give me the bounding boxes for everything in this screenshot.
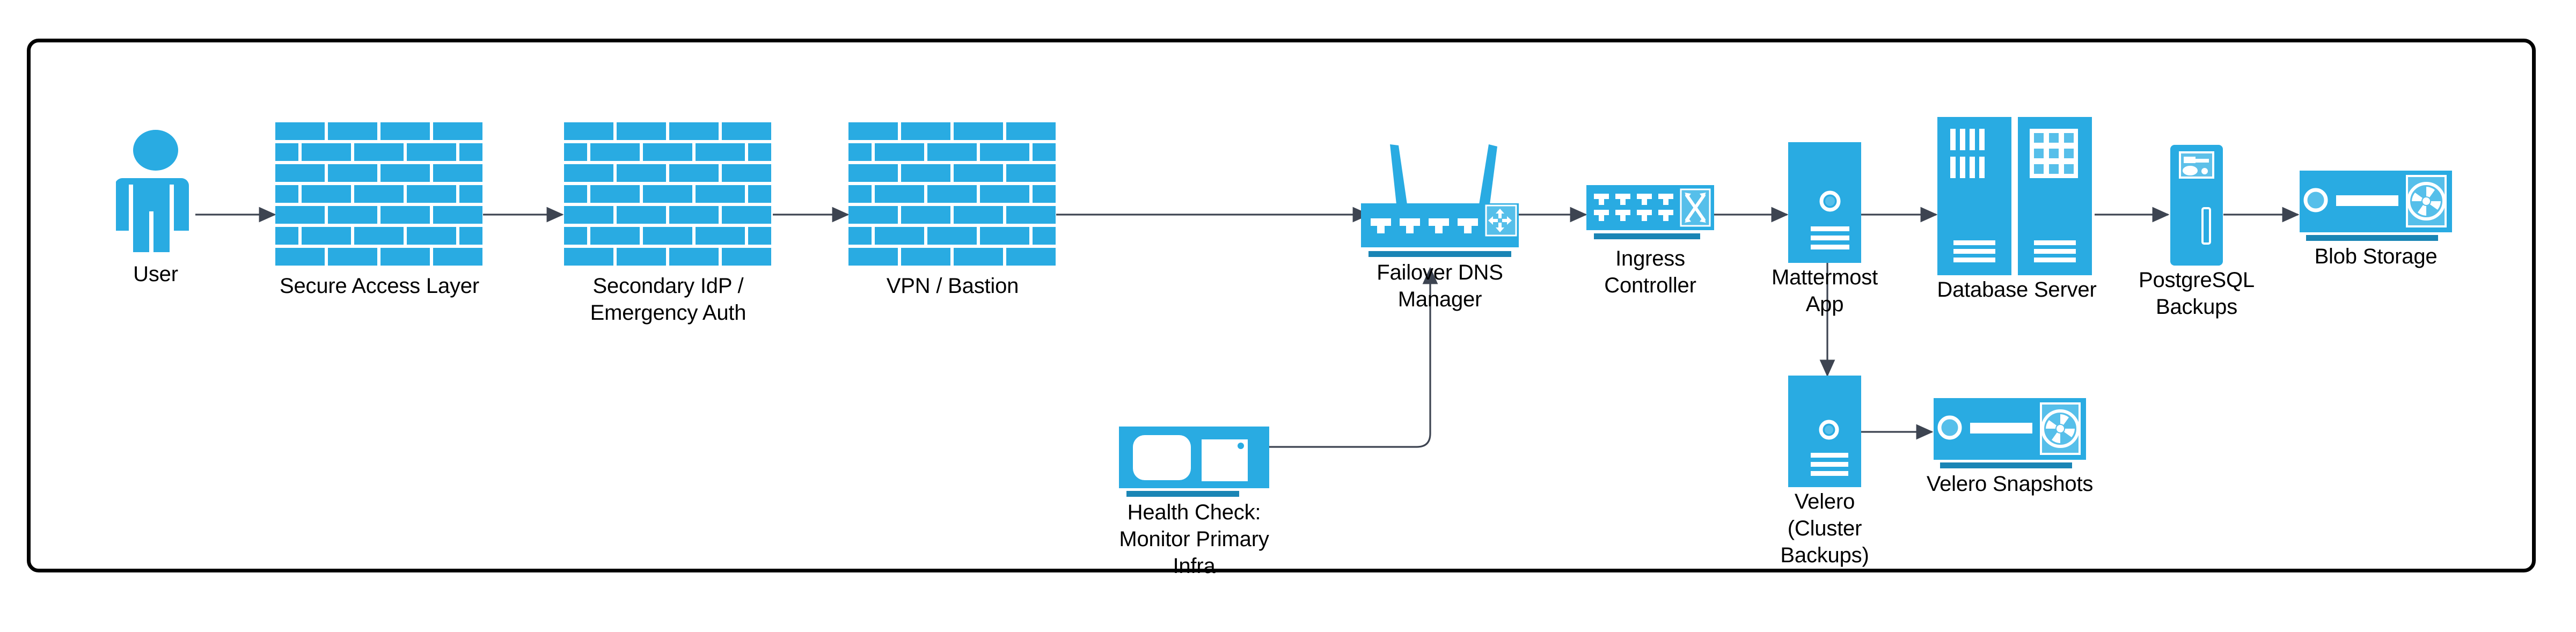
node-vpn-bastion[interactable]: VPN / Bastion — [848, 122, 1057, 298]
network-switch-icon — [1586, 185, 1714, 249]
firewall-brick-wall-icon — [848, 122, 1057, 275]
node-blob-storage-label: Blob Storage — [2314, 245, 2438, 268]
disk-storage-icon — [1934, 398, 2086, 469]
node-velero-label: Velero (Cluster Backups) — [1780, 490, 1869, 567]
node-user[interactable]: User — [113, 129, 199, 286]
node-secondary-idp-label: Secondary IdP / Emergency Auth — [590, 274, 747, 325]
node-postgresql-backups-label: PostgreSQL Backups — [2139, 268, 2255, 319]
node-database-server[interactable]: Database Server — [1936, 117, 2097, 302]
firewall-brick-wall-icon — [275, 122, 484, 275]
node-health-check-label: Health Check: Monitor Primary Infra — [1119, 501, 1269, 578]
monitor-screen-icon — [1119, 427, 1269, 497]
firewall-brick-wall-icon — [564, 122, 772, 275]
diagram-container-frame — [27, 39, 2536, 572]
node-ingress-label: Ingress Controller — [1604, 247, 1696, 297]
node-velero[interactable]: Velero (Cluster Backups) — [1780, 376, 1869, 567]
node-secure-access-label: Secure Access Layer — [280, 274, 479, 298]
node-velero-snapshots[interactable]: Velero Snapshots — [1927, 398, 2093, 496]
node-ingress[interactable]: Ingress Controller — [1586, 185, 1715, 297]
node-failover-dns-label: Failover DNS Manager — [1377, 261, 1503, 311]
server-tower-icon — [1788, 376, 1861, 487]
database-rack-icon — [1937, 117, 2096, 275]
backup-tower-icon — [2170, 145, 2223, 266]
node-mattermost-app-label: Mattermost App — [1771, 266, 1878, 316]
node-database-server-label: Database Server — [1937, 278, 2097, 302]
node-vpn-bastion-label: VPN / Bastion — [886, 274, 1019, 298]
node-velero-snapshots-label: Velero Snapshots — [1926, 472, 2094, 496]
node-secondary-idp[interactable]: Secondary IdP / Emergency Auth — [564, 122, 773, 325]
server-tower-icon — [1788, 142, 1861, 263]
node-user-label: User — [133, 262, 178, 286]
node-health-check[interactable]: Health Check: Monitor Primary Infra — [1118, 427, 1270, 578]
user-person-icon — [115, 129, 195, 253]
node-failover-dns[interactable]: Failover DNS Manager — [1359, 142, 1520, 311]
wireless-router-icon — [1361, 142, 1519, 258]
node-mattermost-app[interactable]: Mattermost App — [1772, 142, 1878, 316]
disk-storage-icon — [2300, 171, 2452, 241]
node-postgresql-backups[interactable]: PostgreSQL Backups — [2139, 145, 2255, 319]
node-secure-access[interactable]: Secure Access Layer — [275, 122, 484, 298]
node-blob-storage[interactable]: Blob Storage — [2298, 171, 2454, 268]
